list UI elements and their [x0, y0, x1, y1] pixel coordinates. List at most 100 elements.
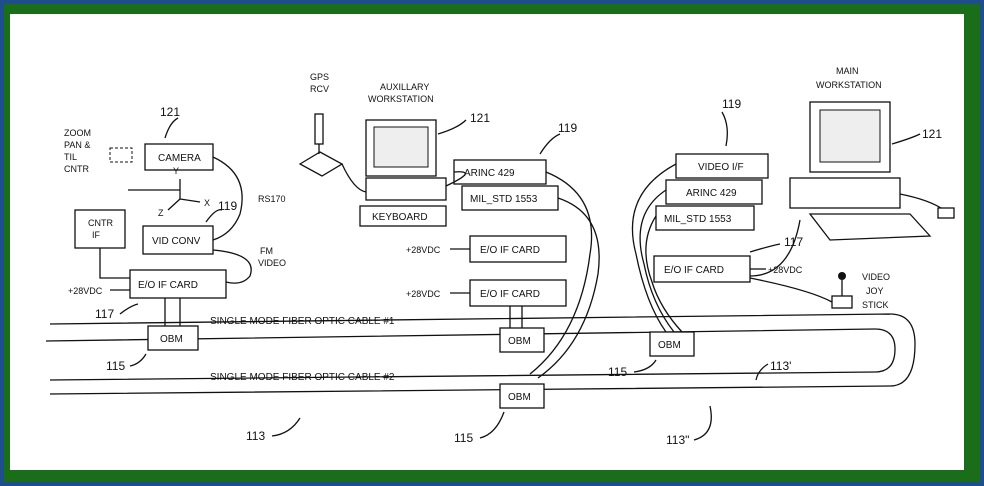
- milstd-center: [461, 185, 559, 211]
- axis-glyph: [128, 179, 201, 211]
- ref-121-aux: 121: [470, 111, 490, 125]
- ref-117-left: 117: [95, 307, 114, 321]
- ref-121-camera: 121: [160, 105, 180, 119]
- obm-right: [649, 331, 695, 357]
- joystick-label-1: VIDEO: [862, 272, 890, 282]
- eo-right-to-main-link: [749, 219, 801, 277]
- fiber-cable-loop: [45, 313, 916, 395]
- leader-113: [271, 417, 301, 437]
- ref-113-prime: 113': [770, 359, 791, 373]
- leader-117-left: [119, 303, 139, 315]
- network-diagram: SINGLE MODE FIBER OPTIC CABLE #1 SINGLE …: [45, 66, 955, 447]
- joystick-label-2: JOY: [866, 286, 884, 296]
- leader-115-right: [633, 359, 657, 373]
- leader-117-right: [749, 243, 781, 253]
- aux-ws-label-2: WORKSTATION: [368, 94, 434, 104]
- cntr-if-box: [74, 209, 126, 249]
- keyboard-box: [359, 205, 447, 227]
- rs170-label: RS170: [258, 194, 286, 204]
- keyboard-label: KEYBOARD: [372, 212, 428, 223]
- vidconv-to-eo-link: [212, 249, 252, 284]
- cntr-if-label-1: CNTR: [88, 218, 113, 228]
- leader-121-camera: [164, 117, 179, 139]
- cntr-to-eo-link: [99, 248, 130, 279]
- arinc-right-label: ARINC 429: [686, 188, 737, 199]
- leader-121-aux: [437, 119, 467, 135]
- v28-right: +28VDC: [768, 265, 803, 275]
- axis-x: X: [204, 198, 210, 208]
- v28-left-label: +28VDC: [68, 286, 103, 296]
- eo-card-center-2: [469, 279, 567, 307]
- eo-card-right: [653, 255, 751, 283]
- main-monitor-icon: [789, 101, 932, 241]
- leader-115-center: [479, 411, 505, 439]
- gps-label-1: GPS: [310, 72, 329, 82]
- leader-119-right: [721, 111, 728, 147]
- leader-119-vidconv: [205, 209, 223, 223]
- obm-right-label: OBM: [658, 340, 681, 351]
- vid-conv-label: VID CONV: [152, 236, 201, 247]
- obm-center-top: [499, 327, 545, 353]
- zoom-label-4: CNTR: [64, 164, 89, 174]
- v28-center-1: +28VDC: [406, 245, 441, 255]
- eo-card-left-label: E/O IF CARD: [138, 280, 198, 291]
- zoom-label-1: ZOOM: [64, 128, 91, 138]
- right-bundle-a: [631, 163, 677, 333]
- right-bundle-c: [645, 215, 683, 333]
- fm-label-1: FM: [260, 246, 273, 256]
- camera-to-vidconv-link: [212, 156, 243, 241]
- aux-ws-label-1: AUXILLARY: [380, 82, 429, 92]
- camera-label: CAMERA: [158, 153, 201, 164]
- center-bundle-b: [537, 197, 600, 379]
- zoom-label-2: PAN &: [64, 140, 90, 150]
- eo-card-right-label: E/O IF CARD: [664, 265, 724, 276]
- ref-113: 113: [246, 429, 265, 443]
- right-bundle-b: [639, 189, 675, 333]
- ref-119-vidconv: 119: [218, 199, 237, 213]
- obm-center-bottom: [499, 383, 545, 409]
- eo-card-left: [129, 269, 227, 299]
- main-ws-label-2: WORKSTATION: [816, 80, 882, 90]
- ref-119-right: 119: [722, 97, 741, 111]
- obm-center-top-label: OBM: [508, 336, 531, 347]
- milstd-right-label: MIL_STD 1553: [664, 214, 732, 225]
- gps-antenna: [314, 113, 324, 145]
- mouse-icon: [937, 207, 955, 219]
- video-if-label: VIDEO I/F: [698, 162, 744, 173]
- gps-receiver-icon: [298, 151, 344, 177]
- ref-119-center: 119: [558, 121, 577, 135]
- joystick-label-3: STICK: [862, 300, 889, 310]
- gps-label-2: RCV: [310, 84, 329, 94]
- zoom-pan-tilt-unit: [109, 147, 133, 163]
- obm-left: [147, 325, 199, 351]
- ref-121-main: 121: [922, 127, 942, 141]
- obm-center-bottom-label: OBM: [508, 392, 531, 403]
- gps-to-aux-link: [341, 163, 367, 193]
- video-if-box: [675, 153, 769, 179]
- ref-115-center: 115: [454, 431, 473, 445]
- ref-113-double-prime: 113": [666, 433, 689, 447]
- center-bundle-a: [529, 171, 593, 375]
- main-ws-label-1: MAIN: [836, 66, 859, 76]
- arinc-right: [665, 179, 763, 205]
- v28-center-2: +28VDC: [406, 289, 441, 299]
- keyboard-to-arinc-link: [445, 171, 466, 187]
- eo-right-to-joystick-link: [749, 277, 833, 303]
- ref-115-left: 115: [106, 359, 125, 373]
- axis-y: Y: [173, 166, 179, 176]
- leader-115-left: [129, 353, 147, 367]
- ref-115-right: 115: [608, 365, 627, 379]
- leader-113-prime: [755, 363, 769, 381]
- zoom-label-3: TIL: [64, 152, 77, 162]
- milstd-right: [655, 205, 755, 231]
- axis-z: Z: [158, 208, 164, 218]
- obm-left-label: OBM: [160, 334, 183, 345]
- vid-conv-box: [142, 225, 214, 255]
- eo-card-center-2-label: E/O IF CARD: [480, 289, 540, 300]
- aux-monitor-icon: [365, 119, 447, 201]
- leader-121-main: [891, 133, 921, 145]
- fm-label-2: VIDEO: [258, 258, 286, 268]
- leader-119-center: [539, 133, 561, 155]
- milstd-center-label: MIL_STD 1553: [470, 194, 538, 205]
- eo-card-center-1-label: E/O IF CARD: [480, 245, 540, 256]
